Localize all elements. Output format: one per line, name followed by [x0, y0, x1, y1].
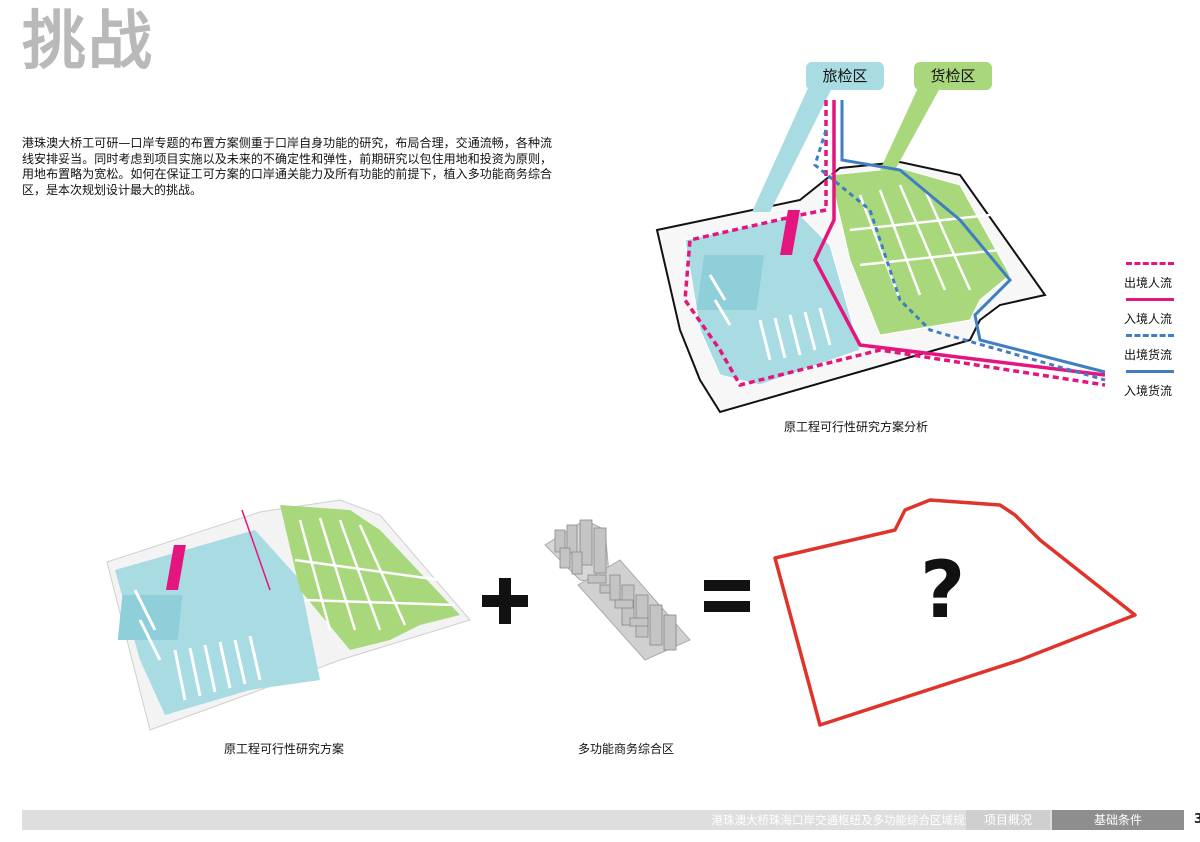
legend-outbound-passenger-swatch [1126, 262, 1174, 265]
flow-analysis-diagram [655, 88, 1106, 414]
legend-outbound-cargo-swatch [1126, 334, 1174, 337]
original-plan-diagram [106, 499, 471, 731]
legend-inbound-cargo-swatch [1126, 370, 1174, 373]
legend-inbound-cargo-label: 入境货流 [1124, 384, 1173, 398]
business-complex-diagram [544, 519, 691, 661]
footer-project-title: 港珠澳大桥珠海口岸交通枢纽及多功能综合区域规划 [711, 813, 977, 827]
legend-outbound-cargo-label: 出境货流 [1124, 348, 1173, 362]
legend-inbound-passenger-label: 入境人流 [1124, 312, 1173, 326]
question-mark: ? [920, 546, 966, 636]
legend-outbound-passenger-label: 出境人流 [1124, 276, 1173, 290]
cargo-inspection-tag: 货检区 [914, 62, 992, 90]
footer-tab-basic-conditions[interactable]: 基础条件 [1052, 810, 1184, 830]
flow-analysis-caption: 原工程可行性研究方案分析 [784, 420, 929, 434]
site-outline-diagram [773, 498, 1137, 727]
page-title: 挑战 [22, 5, 154, 79]
footer-tab-overview[interactable]: 项目概况 [966, 810, 1050, 830]
equals-sign [704, 580, 750, 612]
passenger-inspection-tag: 旅检区 [806, 62, 884, 90]
intro-paragraph: 港珠澳大桥工可研—口岸专题的布置方案侧重于口岸自身功能的研究，布局合理，交通流畅… [22, 136, 552, 197]
legend-inbound-passenger-swatch [1126, 298, 1174, 301]
plus-sign [482, 578, 528, 624]
page-number: 30 [1184, 810, 1200, 830]
footer-bar: 港珠澳大桥珠海口岸交通枢纽及多功能综合区域规划 项目概况 基础条件 30 [22, 810, 1200, 830]
original-plan-caption: 原工程可行性研究方案 [224, 742, 345, 756]
business-complex-caption: 多功能商务综合区 [578, 742, 675, 756]
